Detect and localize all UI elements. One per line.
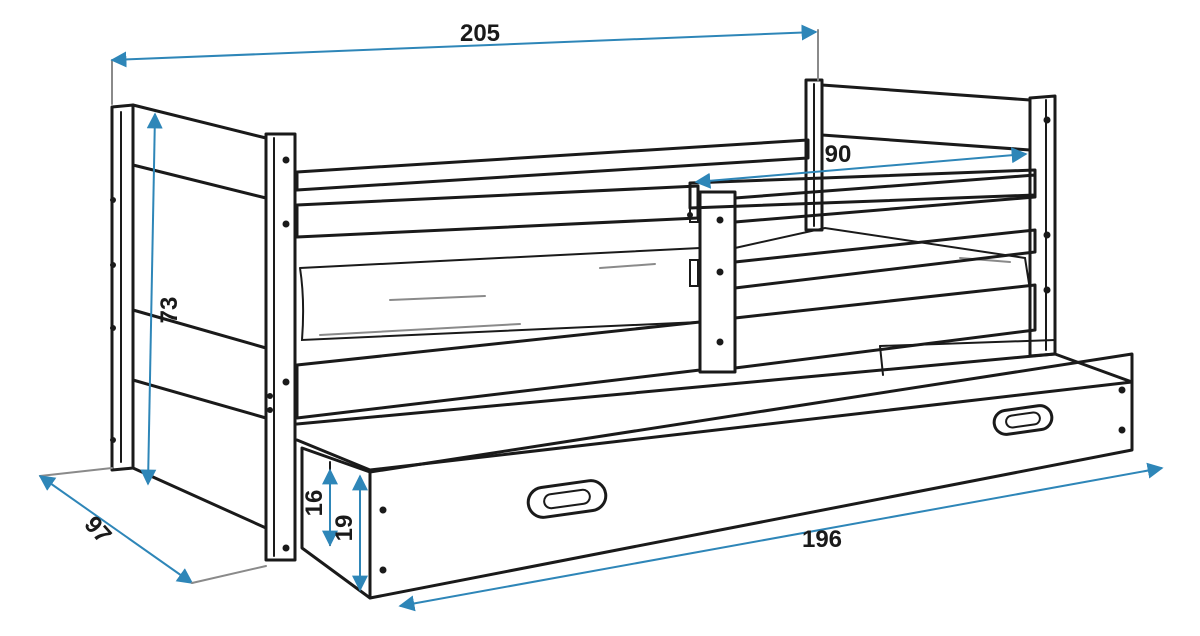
drawer (295, 339, 1134, 600)
screw-dots (110, 116, 1126, 574)
dimension-lines (38, 24, 1164, 612)
drawer-side-height-label: 16 (301, 490, 328, 517)
headboard-height-label: 73 (156, 297, 183, 324)
left-end-panel (110, 103, 297, 562)
drawer-handle-right (992, 404, 1054, 436)
drawer-length-label: 196 (802, 526, 842, 553)
front-upper-rail (295, 184, 700, 239)
drawer-front-height-label: 19 (331, 515, 358, 542)
bed-depth-label: 97 (79, 511, 117, 549)
front-lower-rail (295, 320, 702, 420)
overall-length-label: 205 (460, 20, 500, 47)
right-end-panel (804, 78, 1057, 358)
drawer-handle-left (526, 479, 608, 519)
guard-rail-length-label: 90 (825, 141, 852, 168)
mattress (299, 226, 1031, 342)
